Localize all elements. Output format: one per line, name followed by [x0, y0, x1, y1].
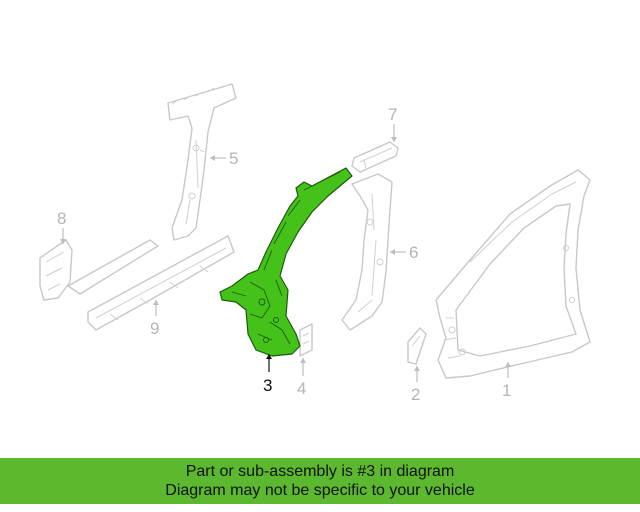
callout-4[interactable]: 4: [297, 358, 306, 398]
part-1-body-side[interactable]: [435, 169, 591, 379]
svg-text:4: 4: [297, 379, 306, 398]
svg-text:2: 2: [411, 385, 420, 404]
callout-3[interactable]: 3: [263, 354, 272, 395]
callout-9[interactable]: 9: [150, 300, 159, 338]
callout-7[interactable]: 7: [388, 105, 397, 142]
svg-text:9: 9: [150, 319, 159, 338]
callout-1[interactable]: 1: [502, 362, 511, 400]
part-6-inner-pillar[interactable]: [341, 173, 393, 331]
info-banner: Part or sub-assembly is #3 in diagram Di…: [0, 458, 640, 504]
parts-diagram: 5 7 8 6 9 3 4 2 1: [39, 83, 591, 404]
part-2-bracket[interactable]: [407, 327, 427, 365]
part-7-bracket[interactable]: [351, 141, 399, 173]
callout-6[interactable]: 6: [390, 243, 418, 262]
callout-5[interactable]: 5: [210, 149, 238, 168]
svg-text:3: 3: [263, 376, 272, 395]
callout-8[interactable]: 8: [57, 209, 66, 244]
part-8-bracket[interactable]: [39, 239, 73, 301]
svg-text:1: 1: [502, 381, 511, 400]
callout-2[interactable]: 2: [411, 366, 420, 404]
svg-text:8: 8: [57, 209, 66, 228]
svg-text:5: 5: [229, 149, 238, 168]
banner-line-part: Part or sub-assembly is #3 in diagram: [185, 463, 455, 480]
svg-text:7: 7: [388, 105, 397, 124]
part-9-rocker-panel[interactable]: [67, 235, 235, 331]
part-5-b-pillar[interactable]: [167, 83, 237, 241]
part-3-a-pillar-highlighted[interactable]: [219, 167, 353, 357]
part-4-plate[interactable]: [299, 323, 313, 357]
banner-line-disclaimer: Diagram may not be specific to your vehi…: [165, 482, 475, 499]
svg-text:6: 6: [409, 243, 418, 262]
